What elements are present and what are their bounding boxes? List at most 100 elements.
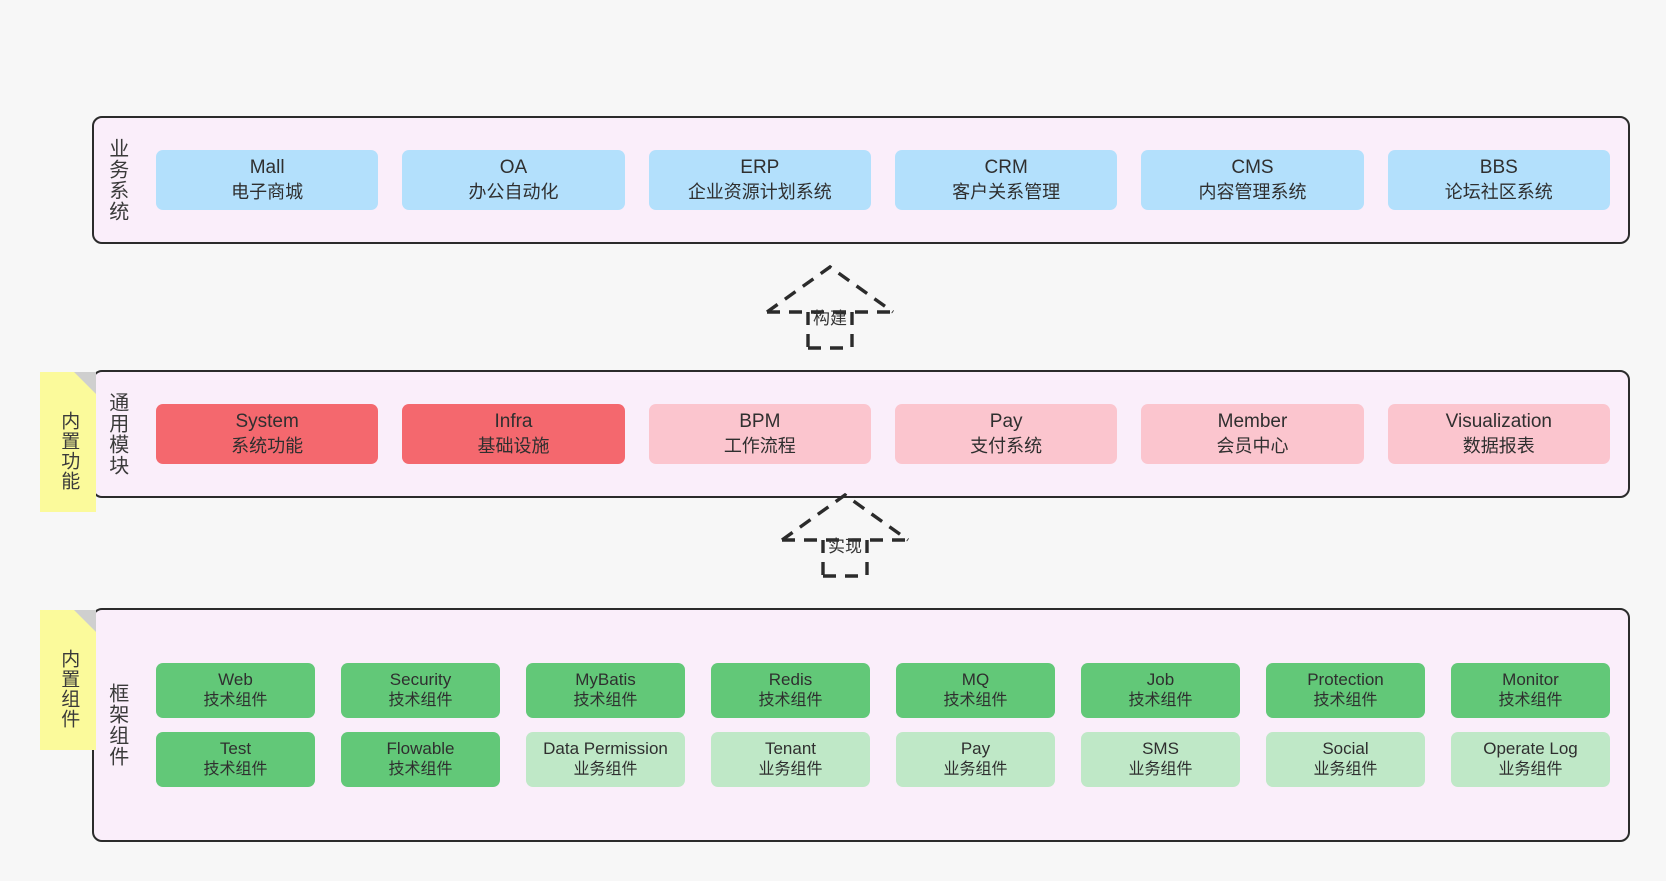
module-subtitle: 系统功能 xyxy=(231,435,304,456)
module-subtitle: 数据报表 xyxy=(1462,435,1535,456)
module-name: Pay xyxy=(989,410,1023,432)
connector-label: 实现 xyxy=(828,537,862,556)
layer-body-framework-component: Web 技术组件 Security 技术组件 MyBatis 技术组件 Redi… xyxy=(138,610,1628,840)
module-name: CMS xyxy=(1231,156,1274,178)
component-card-test[interactable]: Test 技术组件 xyxy=(156,732,315,787)
component-name: Protection xyxy=(1307,670,1384,690)
component-card-mq[interactable]: MQ 技术组件 xyxy=(896,663,1055,718)
component-name: SMS xyxy=(1142,739,1179,758)
module-card-cms[interactable]: CMS 内容管理系统 xyxy=(1141,149,1364,211)
module-name: OA xyxy=(499,156,528,178)
component-name: Web xyxy=(218,670,253,690)
component-card-redis[interactable]: Redis 技术组件 xyxy=(711,663,870,718)
module-subtitle: 办公自动化 xyxy=(468,181,559,202)
note-text: 内置功能 xyxy=(58,411,80,491)
module-card-member[interactable]: Member 会员中心 xyxy=(1141,403,1364,465)
card-row: Web 技术组件 Security 技术组件 MyBatis 技术组件 Redi… xyxy=(156,663,1610,718)
layer-body-business-system: Mall 电子商城 OA 办公自动化 ERP 企业资源计划系统 CRM 客户关系… xyxy=(138,118,1628,242)
connector-implement: 实现 xyxy=(775,490,915,578)
component-name: Flowable xyxy=(386,739,455,758)
connector-label: 构建 xyxy=(813,309,847,328)
module-name: Infra xyxy=(494,410,533,432)
module-subtitle: 论坛社区系统 xyxy=(1444,181,1553,202)
card-row: Test 技术组件 Flowable 技术组件 Data Permission … xyxy=(156,732,1610,787)
connector-build: 构建 xyxy=(760,262,900,350)
component-name: MQ xyxy=(961,670,990,690)
layer-title-framework-component: 框架组件 xyxy=(105,683,128,767)
note-builtin-function: 内置功能 xyxy=(40,372,96,512)
component-type: 业务组件 xyxy=(943,761,1008,779)
component-card-data-permission[interactable]: Data Permission 业务组件 xyxy=(526,732,685,787)
component-card-security[interactable]: Security 技术组件 xyxy=(341,663,500,718)
module-card-system[interactable]: System 系统功能 xyxy=(156,403,379,465)
component-card-pay[interactable]: Pay 业务组件 xyxy=(896,732,1055,787)
module-name: Mall xyxy=(249,156,285,178)
module-subtitle: 客户关系管理 xyxy=(952,181,1061,202)
component-card-flowable[interactable]: Flowable 技术组件 xyxy=(341,732,500,787)
component-card-sms[interactable]: SMS 业务组件 xyxy=(1081,732,1240,787)
component-card-web[interactable]: Web 技术组件 xyxy=(156,663,315,718)
component-card-mybatis[interactable]: MyBatis 技术组件 xyxy=(526,663,685,718)
module-card-crm[interactable]: CRM 客户关系管理 xyxy=(894,149,1118,211)
component-type: 业务组件 xyxy=(573,761,638,779)
component-name: MyBatis xyxy=(575,670,636,690)
component-type: 业务组件 xyxy=(1313,761,1378,779)
module-name: ERP xyxy=(740,156,780,178)
component-card-social[interactable]: Social 业务组件 xyxy=(1266,732,1425,787)
component-type: 技术组件 xyxy=(1313,692,1378,710)
module-card-pay[interactable]: Pay 支付系统 xyxy=(894,403,1118,465)
module-card-visualization[interactable]: Visualization 数据报表 xyxy=(1387,403,1610,465)
component-type: 技术组件 xyxy=(388,692,453,710)
layer-framework-component: 框架组件 Web 技术组件 Security 技术组件 MyBatis 技术组件… xyxy=(92,608,1630,842)
component-card-protection[interactable]: Protection 技术组件 xyxy=(1266,663,1425,718)
module-name: Visualization xyxy=(1445,410,1552,432)
note-fold-icon xyxy=(74,372,96,394)
component-card-job[interactable]: Job 技术组件 xyxy=(1081,663,1240,718)
layer-business-system: 业务系统 Mall 电子商城 OA 办公自动化 ERP 企业资源计划系统 CRM… xyxy=(92,116,1630,244)
module-subtitle: 基础设施 xyxy=(477,435,550,456)
layer-common-module: 通用模块 System 系统功能 Infra 基础设施 BPM 工作流程 Pay… xyxy=(92,370,1630,498)
component-name: Monitor xyxy=(1502,670,1559,690)
component-type: 技术组件 xyxy=(943,692,1008,710)
note-text: 内置组件 xyxy=(58,649,80,729)
module-subtitle: 内容管理系统 xyxy=(1198,181,1307,202)
generalization-arrowhead xyxy=(781,492,909,542)
note-builtin-component: 内置组件 xyxy=(40,610,96,750)
module-name: Member xyxy=(1217,410,1288,432)
module-card-bbs[interactable]: BBS 论坛社区系统 xyxy=(1387,149,1610,211)
component-type: 业务组件 xyxy=(758,761,823,779)
component-name: Tenant xyxy=(764,739,817,758)
component-card-tenant[interactable]: Tenant 业务组件 xyxy=(711,732,870,787)
module-subtitle: 企业资源计划系统 xyxy=(687,181,832,202)
module-card-oa[interactable]: OA 办公自动化 xyxy=(402,149,625,211)
component-name: Job xyxy=(1146,670,1175,690)
component-type: 业务组件 xyxy=(1128,761,1193,779)
module-name: System xyxy=(235,410,299,432)
card-row: Mall 电子商城 OA 办公自动化 ERP 企业资源计划系统 CRM 客户关系… xyxy=(156,149,1610,211)
component-type: 技术组件 xyxy=(203,761,268,779)
card-row: System 系统功能 Infra 基础设施 BPM 工作流程 Pay 支付系统… xyxy=(156,403,1610,465)
layer-title-common-module: 通用模块 xyxy=(105,392,128,476)
component-name: Pay xyxy=(960,739,991,758)
module-name: CRM xyxy=(984,156,1028,178)
component-name: Operate Log xyxy=(1483,739,1578,758)
generalization-arrowhead xyxy=(766,264,894,314)
connector-stem xyxy=(806,312,854,350)
component-card-monitor[interactable]: Monitor 技术组件 xyxy=(1451,663,1610,718)
module-card-erp[interactable]: ERP 企业资源计划系统 xyxy=(648,149,871,211)
component-card-operate-log[interactable]: Operate Log 业务组件 xyxy=(1451,732,1610,787)
module-subtitle: 工作流程 xyxy=(723,435,796,456)
component-name: Social xyxy=(1322,739,1369,758)
component-name: Test xyxy=(219,739,252,758)
component-type: 技术组件 xyxy=(1498,692,1563,710)
module-card-mall[interactable]: Mall 电子商城 xyxy=(156,149,379,211)
component-type: 技术组件 xyxy=(388,761,453,779)
module-subtitle: 电子商城 xyxy=(231,181,304,202)
note-fold-icon xyxy=(74,610,96,632)
module-card-bpm[interactable]: BPM 工作流程 xyxy=(648,403,871,465)
module-name: BBS xyxy=(1479,156,1518,178)
layer-title-business-system: 业务系统 xyxy=(105,138,128,222)
module-card-infra[interactable]: Infra 基础设施 xyxy=(402,403,625,465)
component-type: 技术组件 xyxy=(1128,692,1193,710)
